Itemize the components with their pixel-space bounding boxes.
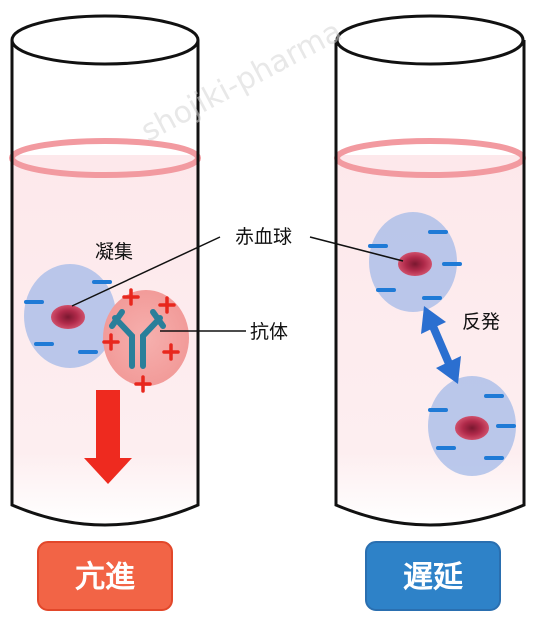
accelerated-badge-bg — [37, 541, 173, 611]
left-rbc-cell — [24, 264, 116, 368]
antibody-label: 抗体 — [250, 321, 288, 343]
rbc-label: 赤血球 — [235, 226, 292, 248]
upper-negative-charges — [368, 230, 462, 300]
left-tube-rim — [10, 14, 200, 66]
positive-charge — [102, 333, 120, 351]
agglutination-label: 凝集 — [95, 241, 133, 263]
down-arrow-icon — [84, 390, 132, 484]
left-rbc — [51, 305, 85, 329]
left-negative-charges — [24, 280, 112, 354]
delayed-badge-bg — [365, 541, 501, 611]
antibody-complex — [102, 288, 189, 393]
right-tube-rim — [335, 14, 525, 66]
left-tube-wall — [10, 40, 200, 527]
accelerated-badge-text: 亢進 — [75, 560, 135, 595]
y-shaped-antibody-icon — [109, 309, 166, 369]
positive-charges — [102, 288, 180, 393]
lower-rbc — [455, 416, 489, 440]
lower-negative-charges — [428, 394, 516, 460]
positive-charge — [134, 375, 152, 393]
accelerated-badge: 亢進 — [37, 541, 173, 611]
delayed-badge: 遅延 — [365, 541, 501, 611]
upper-rbc — [398, 252, 432, 276]
delayed-badge-text: 遅延 — [403, 560, 464, 595]
right-tube-wall — [334, 40, 526, 527]
positive-charge — [158, 296, 176, 314]
rbc-leader-left — [71, 236, 221, 307]
right-lower-rbc-cell — [428, 376, 516, 476]
rbc-leader-right — [309, 236, 404, 262]
double-headed-arrow-icon — [421, 306, 461, 384]
right-upper-rbc-cell — [368, 212, 462, 312]
repulsion-label: 反発 — [462, 311, 500, 333]
leader-lines — [71, 236, 404, 332]
positive-charge — [122, 288, 140, 306]
positive-charge — [162, 343, 180, 361]
